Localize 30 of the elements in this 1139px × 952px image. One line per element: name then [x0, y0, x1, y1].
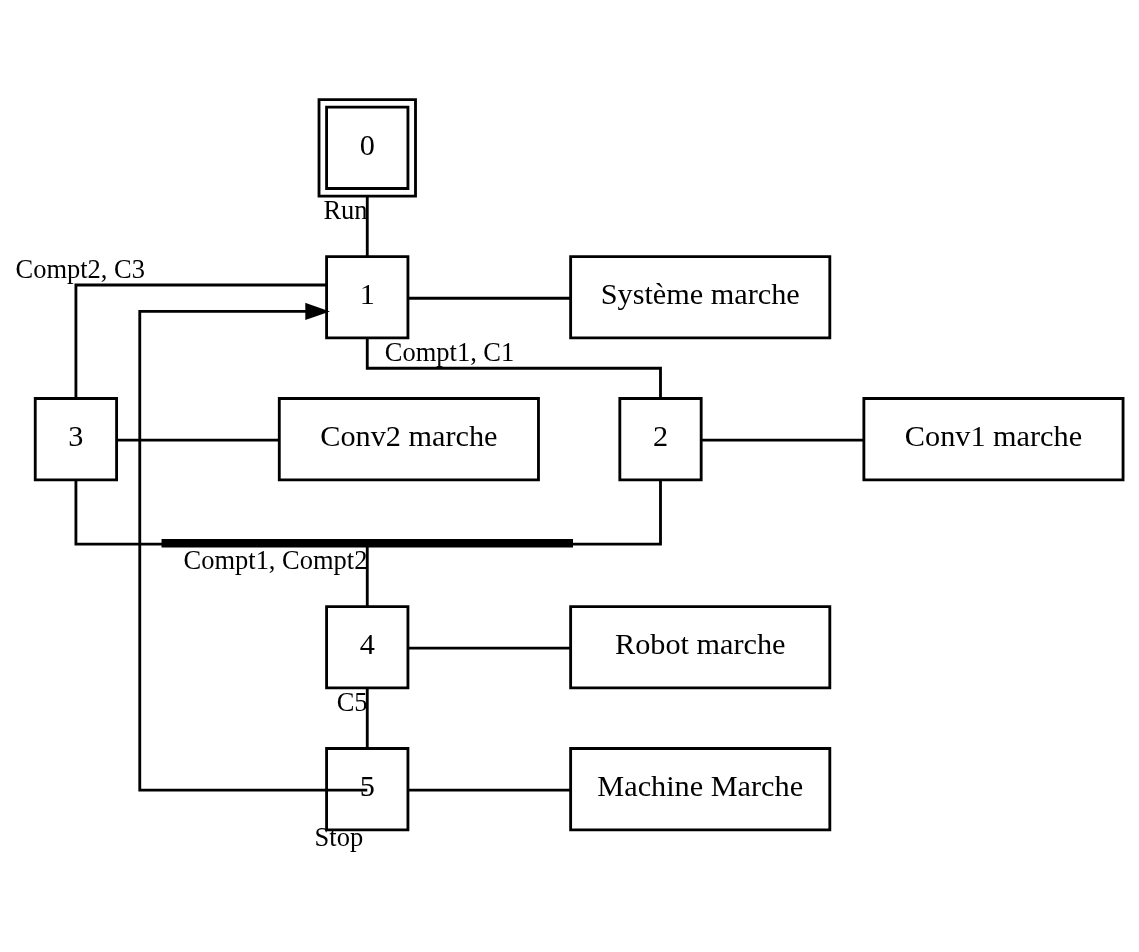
node-box: 2 [618, 396, 703, 481]
edge-label: Compt2, C3 [15, 253, 145, 284]
connector [365, 687, 369, 748]
edge-label: C5 [336, 686, 368, 717]
connector [701, 438, 864, 442]
edge-label: Run [323, 194, 368, 225]
node-bar [161, 538, 573, 547]
connector [365, 196, 369, 256]
edge-label: Compt1, C1 [384, 336, 515, 367]
node-box: Robot marche [569, 604, 832, 689]
connector [116, 438, 280, 442]
node-box: 5 [325, 746, 410, 831]
connector [571, 479, 662, 546]
connector [365, 546, 369, 606]
arrow [138, 302, 368, 791]
node-box: Conv2 marche [277, 396, 540, 481]
node-box: 0 [317, 97, 417, 197]
connector [408, 788, 571, 791]
connector [74, 479, 163, 546]
node-box: Conv1 marche [862, 396, 1125, 481]
node-box: 4 [325, 604, 410, 689]
connector [74, 283, 327, 398]
node-box: Système marche [569, 254, 832, 339]
edge-label: Compt1, Compt2 [183, 544, 368, 575]
node-box: 1 [325, 254, 410, 339]
connector [408, 296, 571, 300]
connector [408, 646, 571, 650]
connector [365, 338, 662, 398]
node-box: 3 [33, 396, 118, 481]
node-box: Machine Marche [569, 746, 832, 831]
